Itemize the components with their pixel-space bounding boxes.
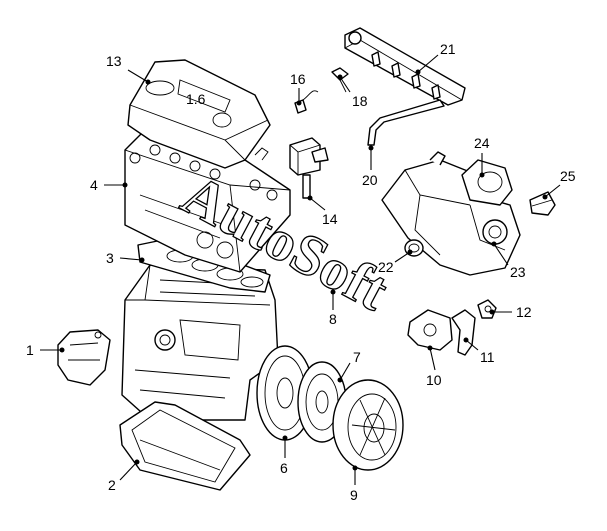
callout-22: 22 xyxy=(378,259,394,275)
callout-1: 1 xyxy=(26,342,34,358)
callout-9: 9 xyxy=(350,487,358,503)
callout-6: 6 xyxy=(280,460,288,476)
fuel-rail xyxy=(344,27,466,106)
ignition-coil xyxy=(289,137,329,199)
callout-11: 11 xyxy=(480,349,495,365)
callout-2: 2 xyxy=(108,477,116,493)
engine-mount xyxy=(57,329,111,386)
temperature-sender xyxy=(477,299,497,319)
callout-10: 10 xyxy=(426,372,442,388)
thermostat-housing xyxy=(407,309,453,351)
oil-pan xyxy=(119,401,251,491)
callout-25: 25 xyxy=(560,168,576,184)
callout-18: 18 xyxy=(352,93,368,109)
callout-23: 23 xyxy=(510,264,526,280)
callout-leaders xyxy=(40,54,561,485)
callout-8: 8 xyxy=(329,311,337,327)
throttle-body xyxy=(461,159,513,206)
callout-4: 4 xyxy=(90,177,98,193)
callout-labels: 1 2 3 4 6 7 8 9 10 11 12 13 14 16 18 20 … xyxy=(26,41,576,503)
pressure-sensor xyxy=(529,191,556,216)
sensor-18 xyxy=(331,67,349,93)
intake-manifold xyxy=(381,151,521,276)
engine-block xyxy=(121,264,279,421)
cylinder-head-cover: 1.6 xyxy=(127,59,271,169)
callout-14: 14 xyxy=(322,211,338,227)
fuel-hose xyxy=(367,99,445,146)
callout-12: 12 xyxy=(516,304,532,320)
callout-20: 20 xyxy=(362,172,378,188)
cover-marking: 1.6 xyxy=(186,91,206,107)
coolant-flange xyxy=(451,309,476,356)
callout-3: 3 xyxy=(106,250,114,266)
callout-16: 16 xyxy=(290,71,306,87)
callout-13: 13 xyxy=(106,53,122,69)
pressure-plate xyxy=(332,379,404,471)
callout-7: 7 xyxy=(353,349,361,365)
callout-21: 21 xyxy=(440,41,456,57)
callout-24: 24 xyxy=(474,135,490,151)
